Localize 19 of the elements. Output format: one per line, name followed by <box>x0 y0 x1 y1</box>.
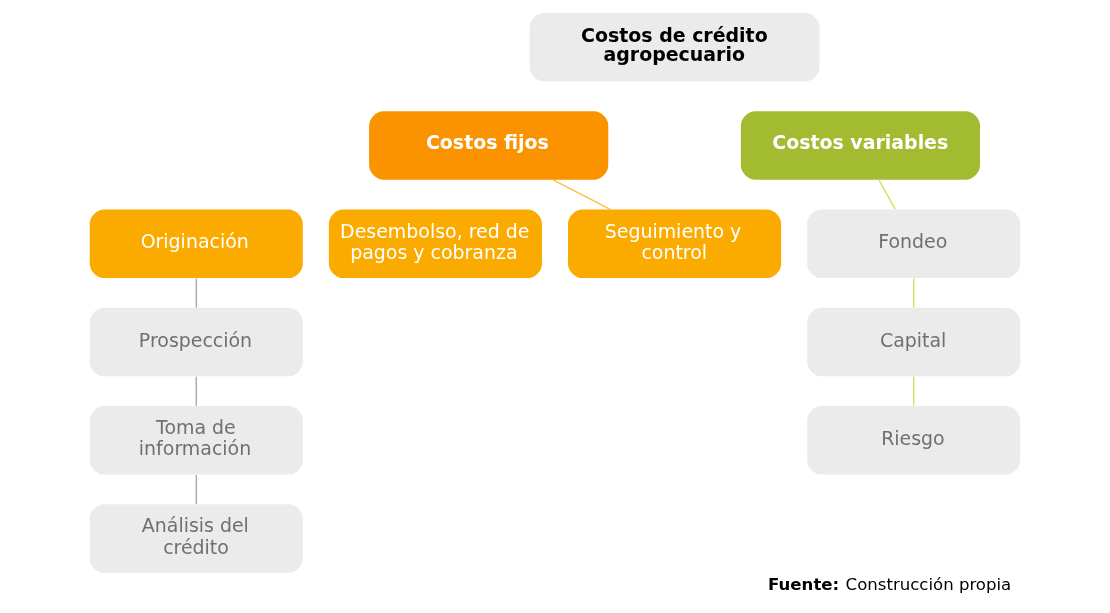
connector <box>552 179 611 211</box>
caption: Fuente: Construcción propia <box>768 574 1012 594</box>
connector <box>195 277 197 309</box>
node-box: Originación <box>89 209 303 279</box>
connector <box>913 277 915 309</box>
connector <box>195 376 197 407</box>
node-box: Capital <box>807 307 1021 377</box>
node-box: Análisis del crédito <box>89 504 303 573</box>
node-box: Fondeo <box>807 209 1021 279</box>
node-box: Seguimiento y control <box>568 209 782 279</box>
connector <box>878 179 896 210</box>
node-box: Riesgo <box>807 405 1021 475</box>
node-box: Desembolso, red de pagos y cobranza <box>328 209 542 279</box>
connector <box>195 474 197 505</box>
node-box: Costos fijos <box>369 111 609 180</box>
node-box: Prospección <box>89 307 303 377</box>
node-box: Toma de información <box>89 405 303 475</box>
node-box: Costos variables <box>740 111 980 180</box>
connector <box>913 376 915 407</box>
